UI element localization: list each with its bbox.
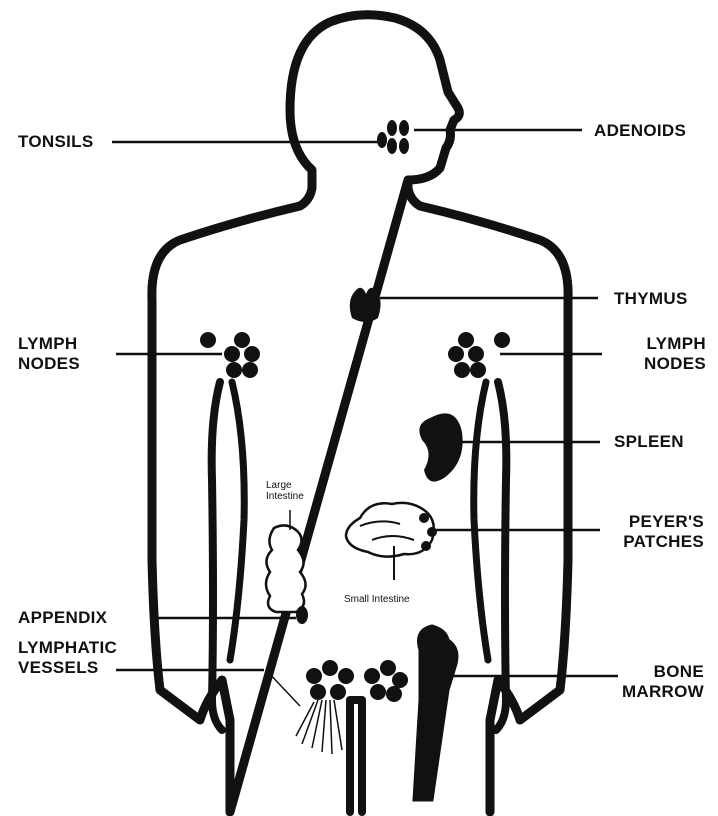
label-large-intestine-line1: Large <box>266 480 304 491</box>
label-spleen: SPLEEN <box>614 432 684 452</box>
groin-lymph-nodes-shape <box>306 660 408 702</box>
bone-shape <box>414 626 457 800</box>
small-intestine-shape <box>346 503 434 557</box>
label-large-intestine-line2: Intestine <box>266 491 304 502</box>
appendix-shape <box>296 606 308 624</box>
label-lymph-nodes-left-line1: LYMPH <box>18 334 80 354</box>
label-lymph-nodes-left-line2: NODES <box>18 354 80 374</box>
label-peyers-patches: PEYER'S PATCHES <box>604 512 704 552</box>
label-large-intestine: Large Intestine <box>266 480 304 502</box>
lymphatic-vessels-shape <box>266 670 342 754</box>
label-bone-marrow-line2: MARROW <box>604 682 704 702</box>
large-intestine-shape <box>266 525 306 612</box>
label-small-intestine: Small Intestine <box>344 594 410 605</box>
label-thymus: THYMUS <box>614 289 688 309</box>
label-lymphatic-vessels-line1: LYMPHATIC <box>18 638 117 658</box>
label-lymph-nodes-right-line2: NODES <box>616 354 706 374</box>
spleen-shape <box>419 413 462 481</box>
label-adenoids: ADENOIDS <box>594 121 686 141</box>
right-arm-inner <box>474 382 488 660</box>
label-bone-marrow-line1: BONE <box>604 662 704 682</box>
label-peyers-patches-line1: PEYER'S <box>604 512 704 532</box>
label-peyers-patches-line2: PATCHES <box>604 532 704 552</box>
tonsils-shape <box>377 120 409 154</box>
legs-outline <box>350 700 362 812</box>
label-tonsils: TONSILS <box>18 132 93 152</box>
label-lymph-nodes-right-line1: LYMPH <box>616 334 706 354</box>
label-lymphatic-vessels-line2: VESSELS <box>18 658 117 678</box>
thymus-shape <box>350 288 381 322</box>
label-bone-marrow: BONE MARROW <box>604 662 704 702</box>
label-lymphatic-vessels: LYMPHATIC VESSELS <box>18 638 117 678</box>
label-lymph-nodes-right: LYMPH NODES <box>616 334 706 374</box>
label-appendix: APPENDIX <box>18 608 107 628</box>
label-lymph-nodes-left: LYMPH NODES <box>18 334 80 374</box>
